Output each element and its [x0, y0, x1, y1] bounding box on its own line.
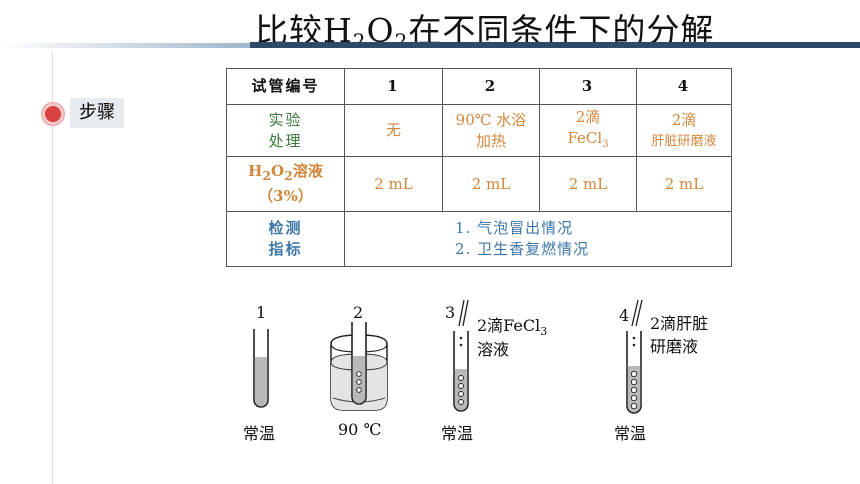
- tube-2-caption: 90 ℃: [338, 420, 382, 439]
- test-tube-3: [453, 331, 469, 412]
- title-underline-bar: [250, 42, 860, 48]
- tube-4-caption: 常温: [614, 424, 647, 443]
- tube-1-caption: 常温: [243, 424, 276, 443]
- tube-3-drop-label-line1: 2滴FeCl3: [477, 316, 548, 339]
- liquid-1: [254, 357, 268, 407]
- tube-4-drop-label-line2: 研磨液: [650, 337, 699, 356]
- tube-2-number: 2: [353, 303, 364, 322]
- tube-3-number: 3: [445, 303, 456, 322]
- h2o2-cell-2: 2 mL: [442, 156, 540, 212]
- tube-3-drop-label-line2: 溶液: [477, 340, 510, 359]
- experiment-table: 试管编号 1 2 3 4 实验 处理 无 90℃ 水浴 加热 2滴 FeCl3 …: [226, 68, 732, 267]
- test-tube-4: [626, 331, 642, 414]
- detection-label: 检测 指标: [226, 211, 345, 267]
- tube-4-number: 4: [619, 306, 630, 325]
- step-bullet-icon: [42, 103, 64, 125]
- liquid-3: [454, 369, 468, 411]
- table-row-detection: 检测 指标 1. 气泡冒出情况 2. 卫生香复燃情况: [226, 211, 732, 267]
- treatment-cell-3: 2滴 FeCl3: [539, 104, 637, 157]
- table-row-header: 试管编号 1 2 3 4: [226, 68, 732, 105]
- h2o2-cell-4: 2 mL: [636, 156, 732, 212]
- detection-items: 1. 气泡冒出情况 2. 卫生香复燃情况: [344, 211, 732, 267]
- h2o2-cell-3: 2 mL: [539, 156, 637, 212]
- dropper-4: [631, 299, 643, 327]
- timeline-line: [52, 52, 53, 484]
- title-underline-gradient: [0, 43, 250, 48]
- treatment-cell-1: 无: [344, 104, 443, 157]
- tube-4-drop-label-line1: 2滴肝脏: [650, 314, 709, 333]
- test-tube-2: [351, 322, 367, 405]
- tube-3-caption: 常温: [441, 424, 474, 443]
- header-col-3: 3: [539, 68, 637, 105]
- header-col-1: 1: [344, 68, 443, 105]
- tube-1-number: 1: [256, 303, 267, 322]
- treatment-cell-4: 2滴 肝脏研磨液: [636, 104, 732, 157]
- test-tube-1: [253, 329, 269, 408]
- treatment-label: 实验 处理: [226, 104, 345, 157]
- step-label: 步骤: [70, 98, 124, 128]
- dropper-3: [458, 299, 469, 327]
- header-col-4: 4: [636, 68, 732, 105]
